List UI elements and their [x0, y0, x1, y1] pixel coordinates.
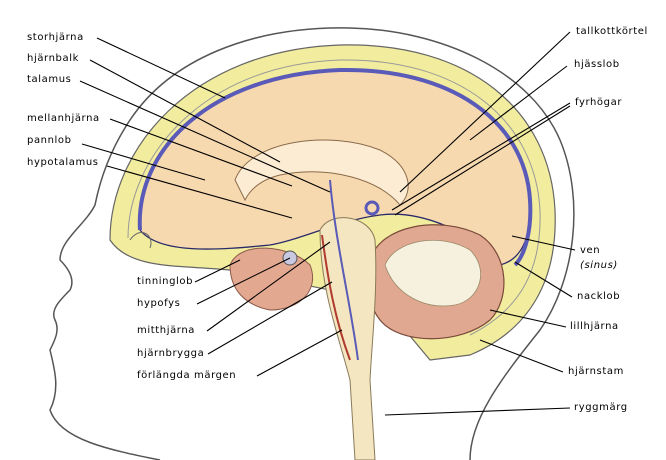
dura-vein — [137, 67, 533, 267]
label-hjarnbalk: hjärnbalk — [27, 53, 79, 64]
label-lillhjarna: lillhjärna — [570, 321, 619, 332]
label-forlangda-margen: förlängda märgen — [137, 370, 236, 381]
head-outline — [49, 27, 575, 460]
label-ven: ven — [580, 245, 600, 256]
artery — [321, 234, 351, 361]
label-sinus: (sinus) — [580, 260, 618, 271]
label-hjarnbrygga: hjärnbrygga — [137, 348, 204, 359]
skull-inner-line — [127, 59, 541, 336]
label-fyrhogar: fyrhögar — [575, 97, 622, 108]
label-ryggmarg: ryggmärg — [574, 402, 628, 413]
label-hypotalamus: hypotalamus — [27, 157, 99, 168]
pineal — [364, 200, 380, 216]
label-hypofys: hypofys — [137, 298, 180, 309]
label-mellanhjarna: mellanhjärna — [27, 113, 100, 124]
label-storhjarna: storhjärna — [27, 32, 84, 43]
leader-lines — [79, 31, 576, 416]
ear-outline — [129, 232, 152, 249]
label-talamus: talamus — [27, 74, 71, 85]
label-pannlob: pannlob — [27, 135, 72, 146]
label-nacklob: nacklob — [577, 291, 620, 302]
arbor-vitae — [384, 239, 481, 307]
label-tinninglob: tinninglob — [137, 276, 193, 287]
label-mitthjarna: mitthjärna — [137, 325, 195, 336]
label-hjasslob: hjässlob — [574, 59, 620, 70]
vein-stem — [329, 179, 359, 361]
brainstem — [319, 217, 377, 460]
label-hjarnstam: hjärnstam — [568, 366, 624, 377]
label-tallkottkortel: tallkottkörtel — [576, 26, 648, 37]
